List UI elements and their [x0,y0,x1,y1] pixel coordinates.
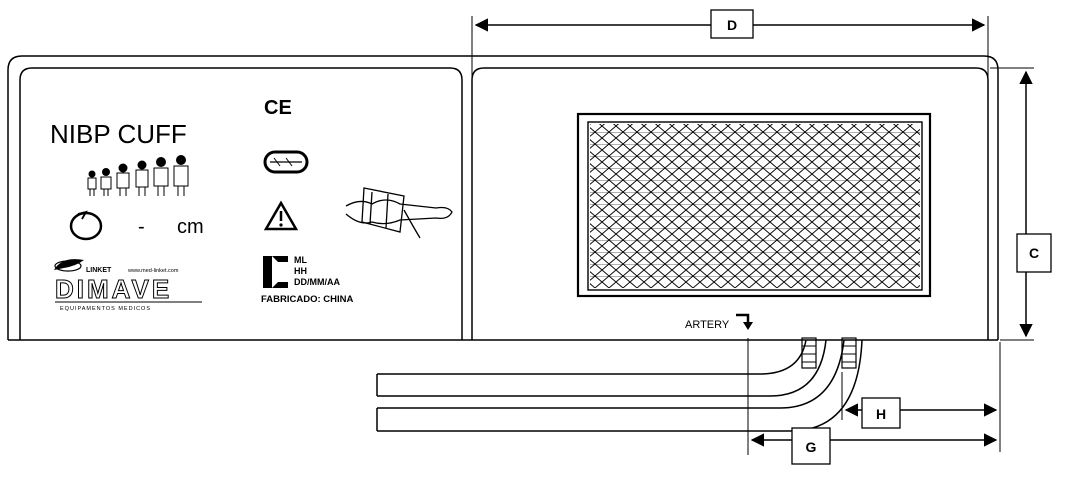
brand-tagline: EQUIPAMENTOS MEDICOS [60,306,151,312]
manufacturer-icon [263,256,288,288]
label-line-3: DD/MM/AA [294,277,340,287]
artery-arrow-icon [736,313,753,330]
dimension-c-label: C [1029,245,1039,261]
label-line-2: HH [294,266,307,276]
dimension-h-label: H [876,406,886,422]
dimension-h: H [841,342,1001,452]
brand-small: LINKET [86,267,112,274]
cuff-title: NIBP CUFF [50,119,187,149]
brand-logo-text: DIMAVE [55,274,172,304]
hose-tubes [376,337,863,432]
label-line-1: ML [294,255,307,265]
made-in-label: FABRICADO: CHINA [261,294,353,305]
circumference-icon [69,210,103,241]
cuff-body [7,55,999,341]
dimension-g: G [747,338,998,465]
dimension-g-label: G [806,439,817,455]
arm-application-icon [345,187,453,239]
brand-url: www.med-linket.com [127,268,179,274]
bladder-mesh [590,124,920,288]
dimension-d: D [471,9,989,96]
size-unit: cm [177,216,204,238]
latex-free-icon [263,150,309,174]
bladder-inner-frame [587,121,923,291]
bladder-frame [576,112,932,298]
right-bladder-panel: ARTERY [471,67,989,340]
ce-mark-icon: CE [264,97,292,119]
family-sizes-icon [87,155,189,196]
dimave-logo: DIMAVE EQUIPAMENTOS MEDICOS [55,274,202,312]
size-range-dash: - [138,216,145,238]
linket-logo: LINKET www.med-linket.com [54,259,179,274]
dimension-c: C [990,67,1052,341]
dimension-d-label: D [727,17,737,33]
warning-icon [263,200,299,231]
artery-label: ARTERY [685,319,730,331]
left-label-panel: NIBP CUFF - cm LINKET www [19,67,463,340]
